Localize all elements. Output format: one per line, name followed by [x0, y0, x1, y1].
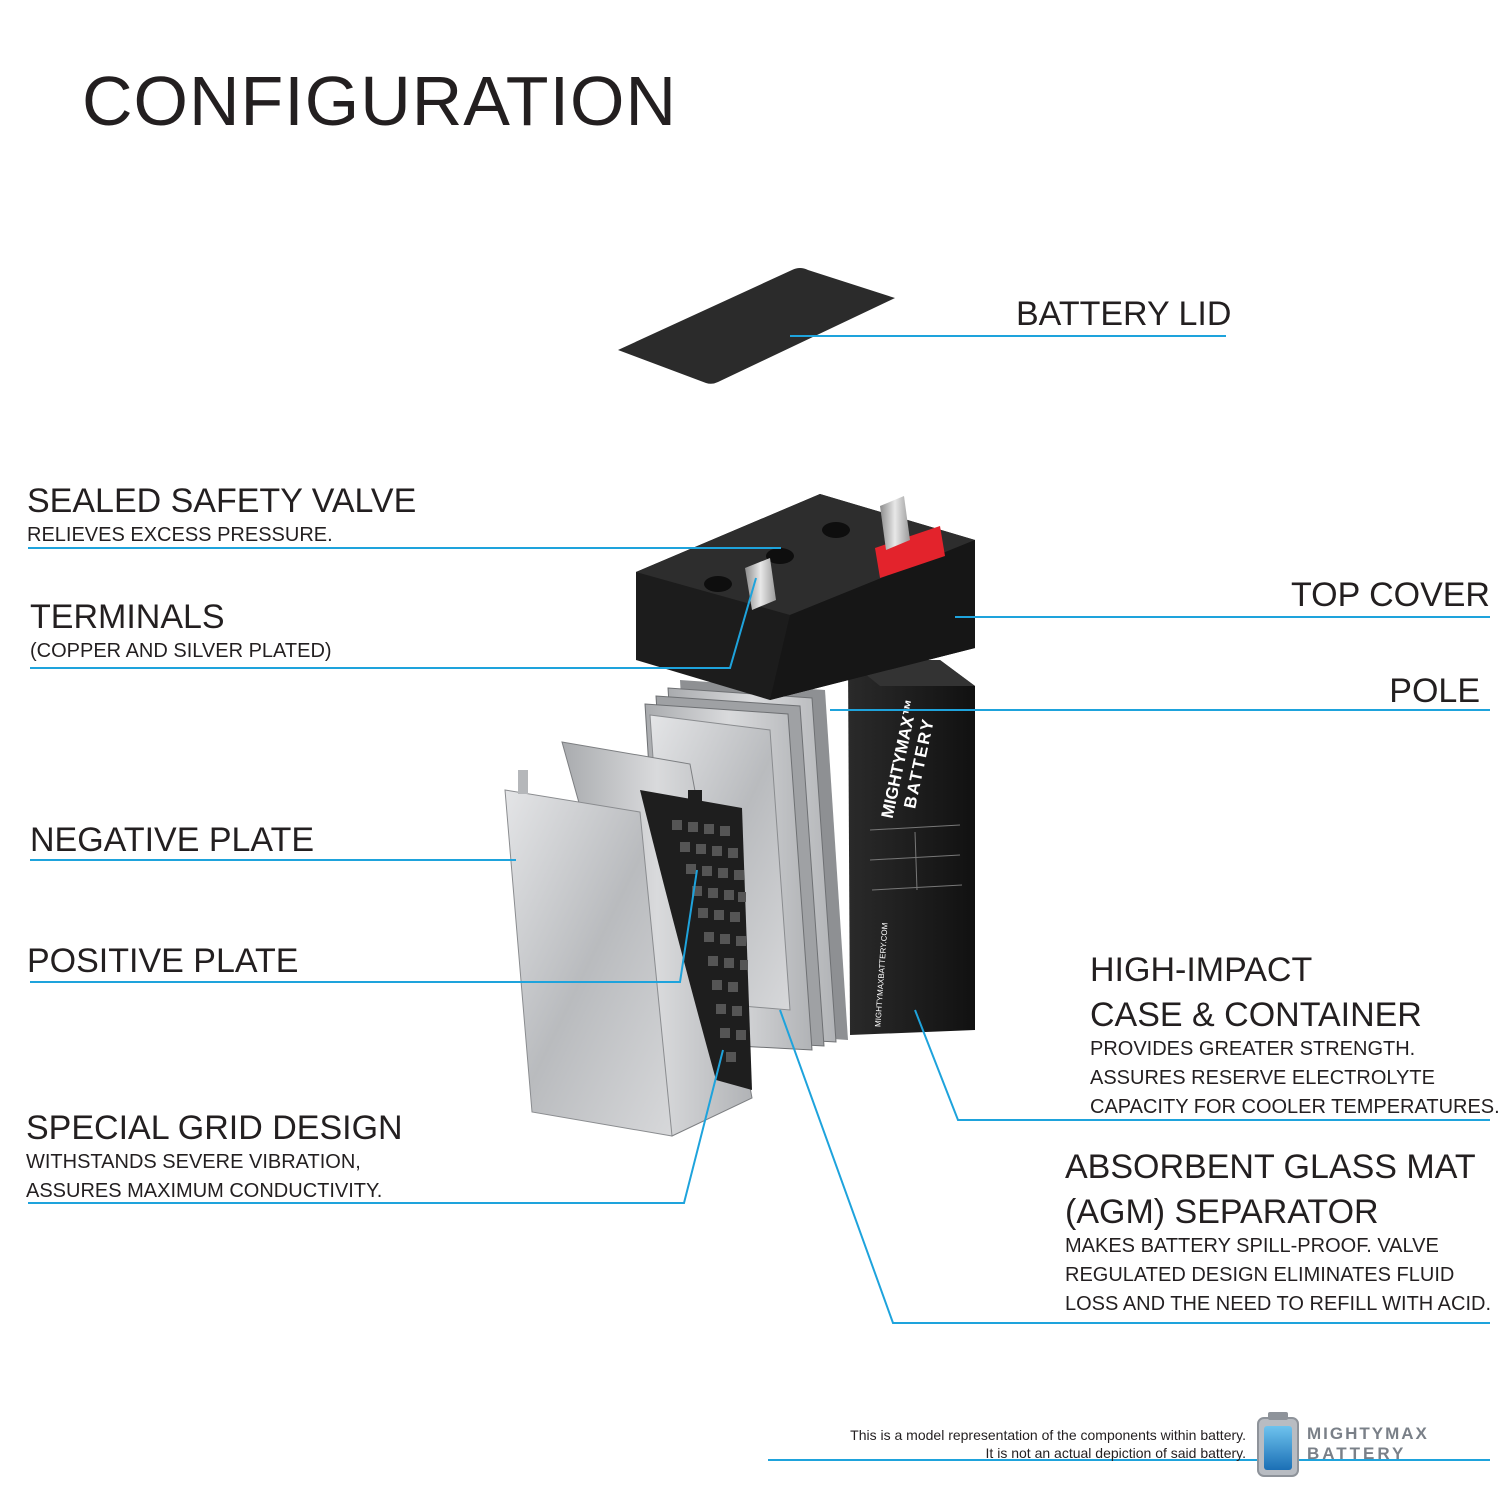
- label-group-case: HIGH-IMPACT CASE & CONTAINER PROVIDES GR…: [1090, 951, 1500, 1122]
- footer-note: This is a model representation of the co…: [850, 1426, 1246, 1462]
- label-safety-valve: SEALED SAFETY VALVE: [27, 482, 417, 520]
- label-top-cover: TOP COVER: [1290, 576, 1490, 614]
- page-title: CONFIGURATION: [82, 62, 678, 140]
- footer-logo: MIGHTYMAX BATTERY: [1307, 1424, 1429, 1464]
- label-pole: POLE: [1389, 672, 1480, 710]
- label-group-terminals: TERMINALS (COPPER AND SILVER PLATED): [30, 598, 332, 666]
- label-table-lines: [869, 824, 963, 891]
- desc-case-2: ASSURES RESERVE ELECTROLYTE: [1090, 1067, 1435, 1090]
- leader-lines: [28, 335, 1490, 1461]
- negative-plate: [504, 770, 673, 1137]
- desc-grid-2: ASSURES MAXIMUM CONDUCTIVITY.: [26, 1180, 383, 1203]
- label-grid-design: SPECIAL GRID DESIGN: [26, 1109, 403, 1147]
- leader-agm: [779, 1009, 1490, 1324]
- leader-terminals: [30, 577, 757, 669]
- desc-agm-3: LOSS AND THE NEED TO REFILL WITH ACID.: [1065, 1293, 1492, 1316]
- label-agm-1: ABSORBENT GLASS MAT: [1065, 1148, 1476, 1186]
- desc-case-3: CAPACITY FOR COOLER TEMPERATURES.: [1090, 1096, 1500, 1119]
- footer-note-2: It is not an actual depiction of said ba…: [985, 1445, 1246, 1462]
- logo-text-1: MIGHTYMAX: [1307, 1424, 1429, 1443]
- grid-holes: [672, 820, 748, 1062]
- label-terminals: TERMINALS: [30, 598, 225, 636]
- label-group-safety-valve: SEALED SAFETY VALVE RELIEVES EXCESS PRES…: [27, 482, 416, 550]
- label-case-1: HIGH-IMPACT: [1090, 951, 1313, 989]
- label-case-2: CASE & CONTAINER: [1090, 996, 1422, 1035]
- desc-agm-1: MAKES BATTERY SPILL-PROOF. VALVE: [1065, 1235, 1439, 1258]
- label-positive-plate: POSITIVE PLATE: [27, 942, 299, 980]
- desc-case-1: PROVIDES GREATER STRENGTH.: [1090, 1038, 1416, 1061]
- label-group-agm: ABSORBENT GLASS MAT (AGM) SEPARATOR MAKE…: [1065, 1148, 1491, 1319]
- logo-text-2: BATTERY: [1307, 1444, 1407, 1463]
- top-cover: [636, 494, 975, 700]
- footer-note-1: This is a model representation of the co…: [850, 1427, 1246, 1443]
- leader-case: [914, 1009, 1490, 1121]
- leader-grid-design: [28, 1049, 724, 1204]
- label-group-grid: SPECIAL GRID DESIGN WITHSTANDS SEVERE VI…: [26, 1109, 403, 1206]
- battery-cell-icon: [1257, 1412, 1299, 1477]
- desc-grid-1: WITHSTANDS SEVERE VIBRATION,: [26, 1151, 361, 1174]
- battery-lid-shape: [618, 268, 895, 384]
- desc-agm-2: REGULATED DESIGN ELIMINATES FLUID: [1065, 1264, 1455, 1287]
- label-battery-lid: BATTERY LID: [1016, 295, 1232, 333]
- desc-safety-valve: RELIEVES EXCESS PRESSURE.: [27, 524, 333, 547]
- desc-terminals: (COPPER AND SILVER PLATED): [30, 640, 332, 663]
- leader-positive-plate: [30, 869, 698, 983]
- label-negative-plate: NEGATIVE PLATE: [30, 821, 315, 859]
- label-agm-2: (AGM) SEPARATOR: [1065, 1193, 1379, 1232]
